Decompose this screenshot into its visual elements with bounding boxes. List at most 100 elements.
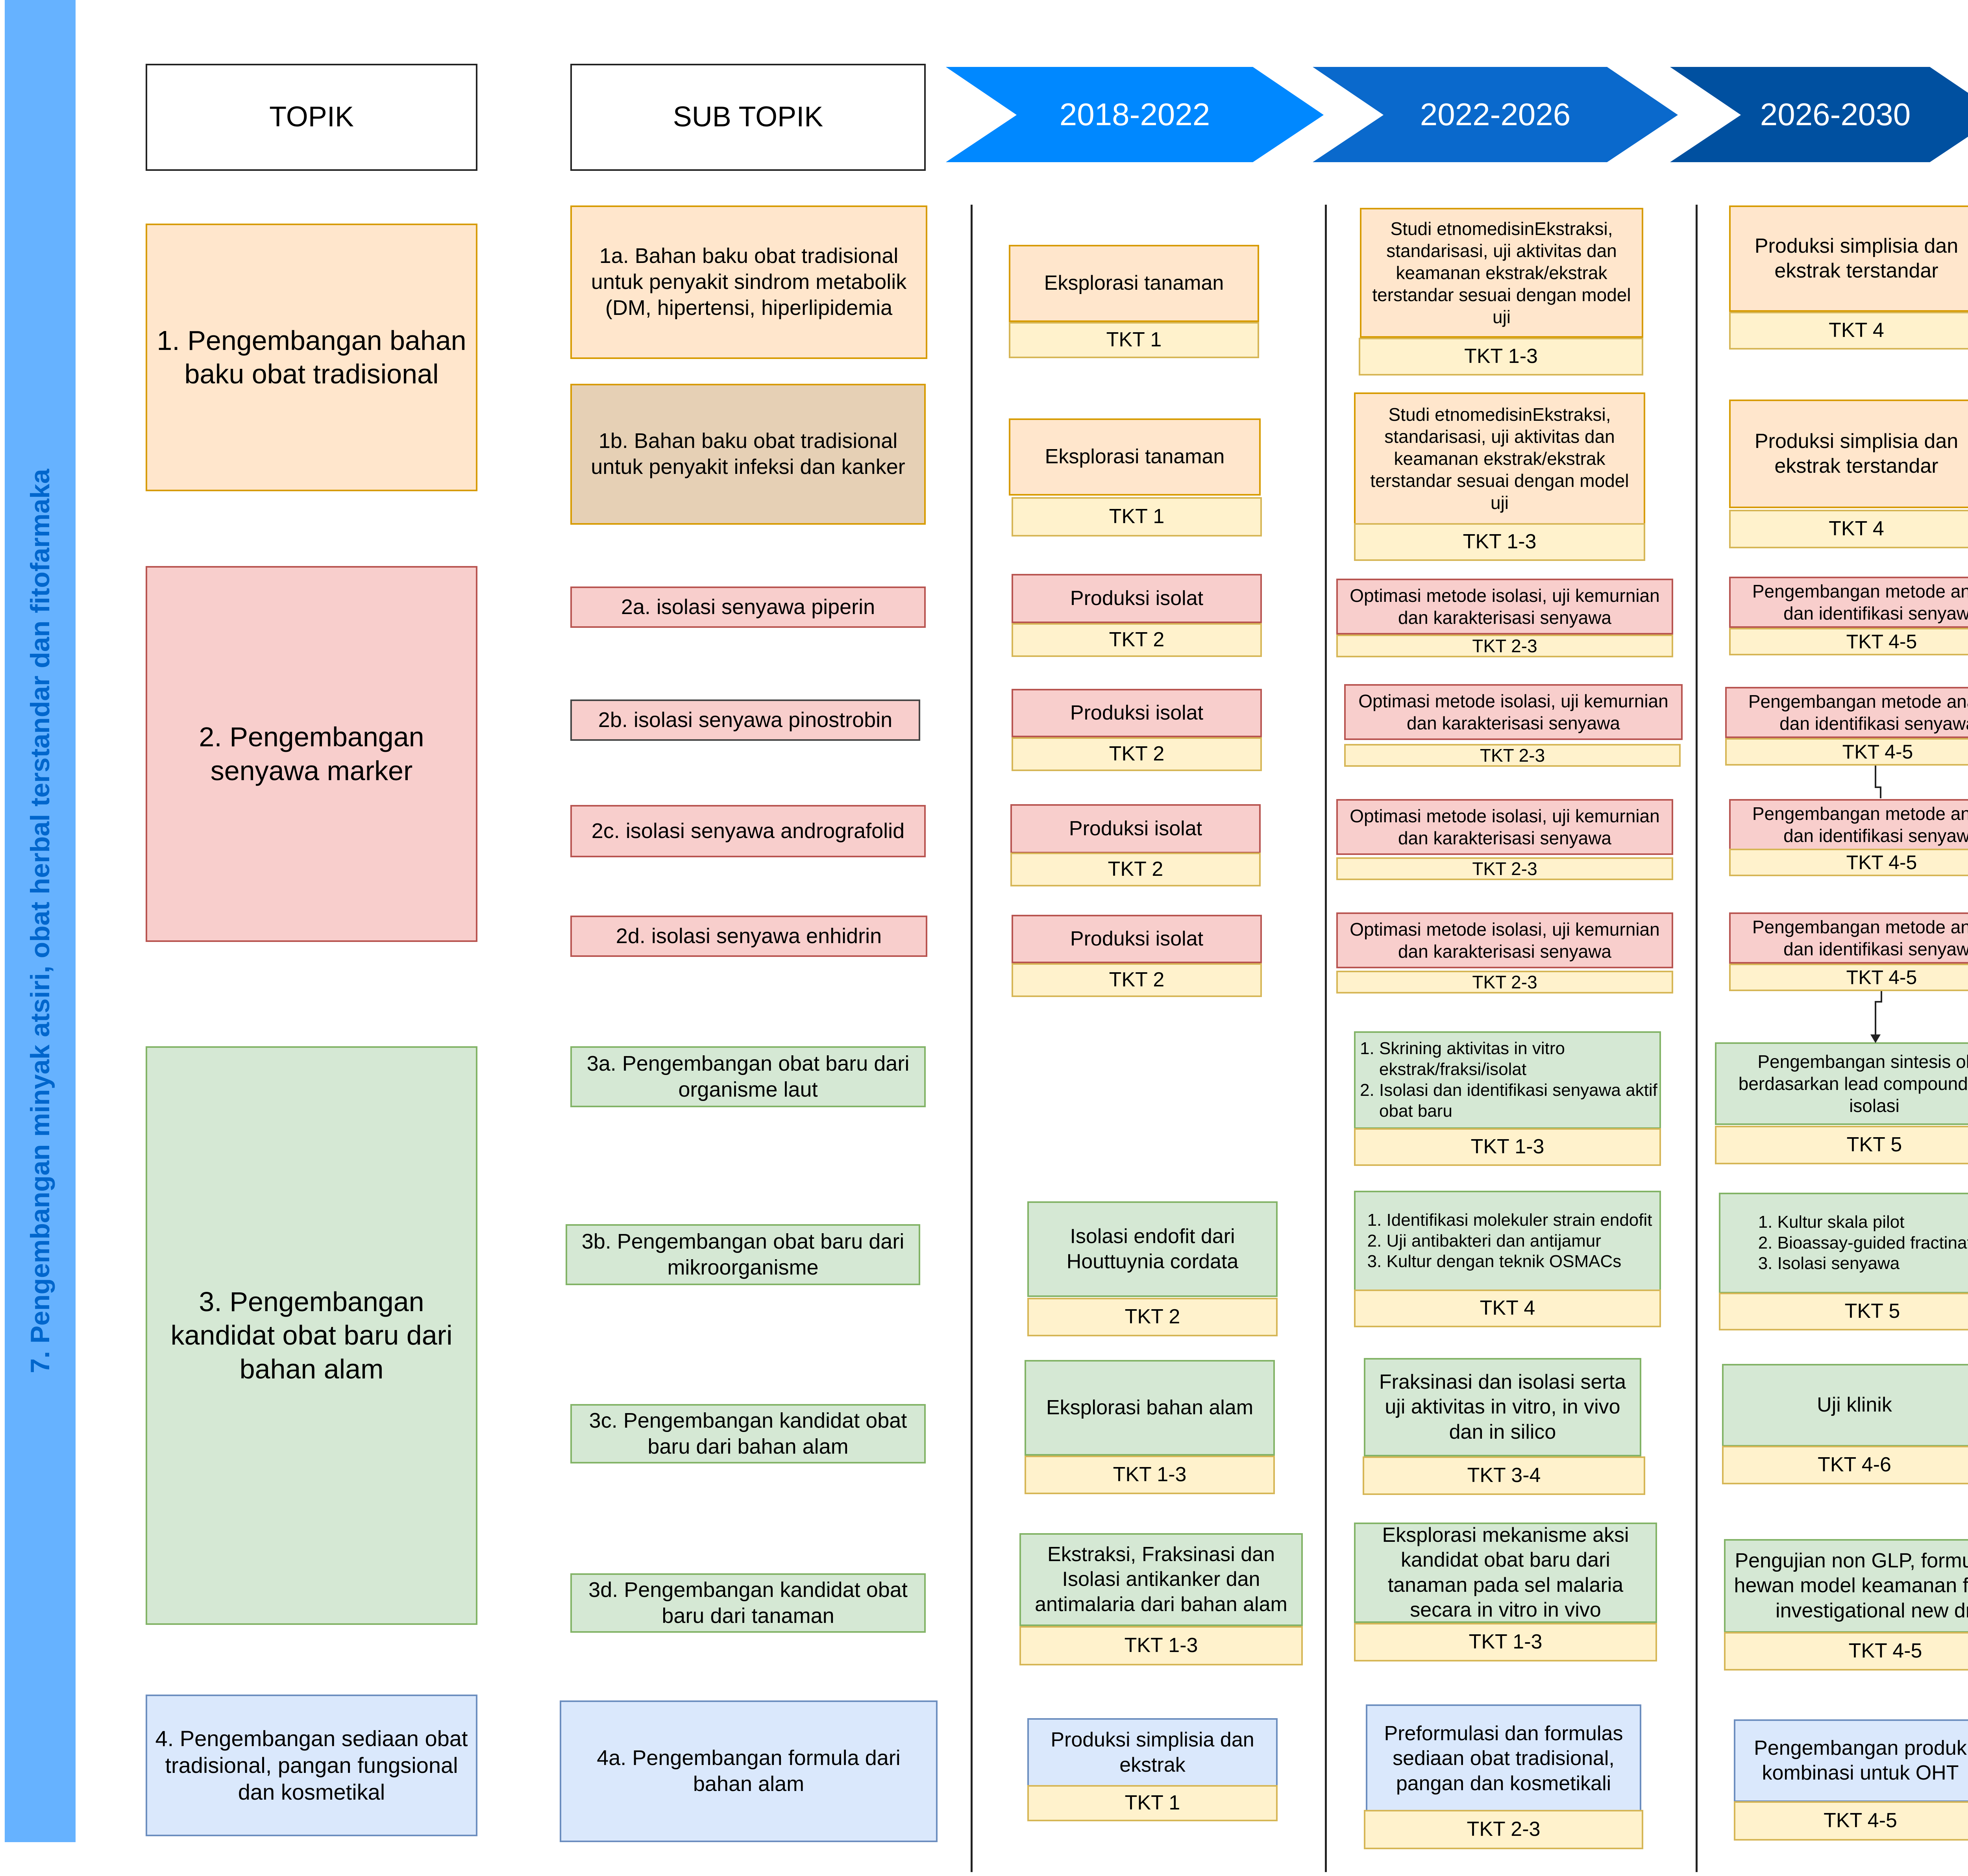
- subtopic-4a: 4a. Pengembangan formula dari bahan alam: [560, 1700, 938, 1842]
- p2-2b-activity: Optimasi metode isolasi, uji kemurnian d…: [1344, 684, 1683, 740]
- p3-3c-tkt: TKT 4-6: [1722, 1446, 1968, 1484]
- p1-1b-tkt: TKT 1: [1012, 497, 1262, 537]
- p2-3b-list: Identifikasi molekuler strain endofit Uj…: [1363, 1210, 1652, 1272]
- p3-3c-activity: Uji klinik: [1722, 1364, 1968, 1447]
- p1-2b-tkt: TKT 2: [1012, 737, 1262, 771]
- p1-2c-tkt: TKT 2: [1010, 853, 1261, 886]
- p3-4a-activity: Pengembangan produk kombinasi untuk OHT: [1734, 1719, 1968, 1802]
- p1-3c-activity: Eksplorasi bahan alam: [1025, 1360, 1275, 1456]
- p2-2c-tkt: TKT 2-3: [1336, 857, 1673, 880]
- p3-2c-tkt: TKT 4-5: [1729, 849, 1968, 876]
- p1-3d-activity: Ekstraksi, Fraksinasi dan Isolasi antika…: [1019, 1533, 1303, 1626]
- subtopic-1b: 1b. Bahan baku obat tradisional untuk pe…: [570, 384, 926, 525]
- p1-2a-activity: Produksi isolat: [1012, 574, 1262, 623]
- p2-3d-tkt: TKT 1-3: [1354, 1623, 1657, 1661]
- p2-3a-list: Skrining aktivitas in vitro ekstrak/frak…: [1356, 1038, 1659, 1121]
- p1-3b-tkt: TKT 2: [1027, 1298, 1278, 1336]
- topic-1: 1. Pengembangan bahan baku obat tradisio…: [146, 224, 477, 491]
- subtopic-1a: 1a. Bahan baku obat tradisional untuk pe…: [570, 205, 927, 359]
- topic-4: 4. Pengembangan sediaan obat tradisional…: [146, 1695, 477, 1836]
- subtopic-2c: 2c. isolasi senyawa andrografolid: [570, 805, 926, 857]
- topic-3: 3. Pengembangan kandidat obat baru dari …: [146, 1046, 477, 1625]
- topic-2: 2. Pengembangan senyawa marker: [146, 566, 477, 942]
- p2-2a-tkt: TKT 2-3: [1336, 635, 1673, 657]
- subtopic-2a: 2a. isolasi senyawa piperin: [570, 586, 926, 628]
- p2-2d-activity: Optimasi metode isolasi, uji kemurnian d…: [1336, 912, 1673, 968]
- header-sub-topik: SUB TOPIK: [570, 64, 926, 171]
- p2-1a-activity: Studi etnomedisinEkstraksi, standarisasi…: [1360, 208, 1643, 338]
- sidebar-banner: [5, 0, 76, 1842]
- connector-2d-3a: [1875, 991, 1882, 1035]
- p2-3d-activity: Eksplorasi mekanisme aksi kandidat obat …: [1354, 1523, 1657, 1623]
- p2-4a-activity: Preformulasi dan formulas sediaan obat t…: [1366, 1704, 1641, 1813]
- p3-3a-activity: Pengembangan sintesis obat berdasarkan l…: [1715, 1042, 1968, 1125]
- subtopic-3d: 3d. Pengembangan kandidat obat baru dari…: [570, 1573, 926, 1633]
- p1-4a-activity: Produksi simplisia dan ekstrak: [1027, 1718, 1278, 1787]
- p2-2a-activity: Optimasi metode isolasi, uji kemurnian d…: [1336, 579, 1673, 635]
- p2-2d-tkt: TKT 2-3: [1336, 971, 1673, 994]
- list-item: Isolasi dan identifikasi senyawa aktif o…: [1379, 1080, 1659, 1122]
- column-divider-1: [971, 205, 973, 1872]
- p2-1b-activity: Studi etnomedisinEkstraksi, standarisasi…: [1354, 392, 1645, 525]
- subtopic-3c: 3c. Pengembangan kandidat obat baru dari…: [570, 1404, 926, 1463]
- p3-2d-activity: Pengembangan metode analisis dan identif…: [1729, 912, 1968, 964]
- header-topik: TOPIK: [146, 64, 477, 171]
- p3-1a-activity: Produksi simplisia dan ekstrak terstanda…: [1729, 205, 1968, 312]
- p3-4a-tkt: TKT 4-5: [1734, 1801, 1968, 1841]
- p1-2a-tkt: TKT 2: [1012, 623, 1262, 657]
- p1-3b-activity: Isolasi endofit dari Houttuynia cordata: [1027, 1201, 1278, 1297]
- column-divider-2: [1325, 205, 1327, 1872]
- p2-3a-tkt: TKT 1-3: [1354, 1128, 1661, 1166]
- p3-1b-activity: Produksi simplisia dan ekstrak terstanda…: [1729, 400, 1968, 508]
- p1-1a-activity: Eksplorasi tanaman: [1009, 245, 1259, 322]
- p1-1a-tkt: TKT 1: [1009, 322, 1259, 358]
- p2-2c-activity: Optimasi metode isolasi, uji kemurnian d…: [1336, 799, 1673, 855]
- list-item: Identifikasi molekuler strain endofit: [1387, 1210, 1652, 1231]
- p3-3b-list: Kultur skala pilot Bioassay-guided fract…: [1754, 1212, 1968, 1274]
- list-item: Bioassay-guided fractination: [1777, 1233, 1968, 1254]
- p1-2d-activity: Produksi isolat: [1012, 915, 1262, 963]
- p3-2b-activity: Pengembangan metode analisis dan identif…: [1725, 687, 1968, 738]
- subtopic-2d: 2d. isolasi senyawa enhidrin: [570, 916, 927, 957]
- p2-3c-activity: Fraksinasi dan isolasi serta uji aktivit…: [1364, 1358, 1641, 1456]
- p1-1b-activity: Eksplorasi tanaman: [1009, 418, 1261, 496]
- p2-2b-tkt: TKT 2-3: [1344, 744, 1681, 767]
- list-item: Skrining aktivitas in vitro ekstrak/frak…: [1379, 1038, 1659, 1080]
- period-label-1: 2018-2022: [1059, 97, 1210, 132]
- p1-2b-activity: Produksi isolat: [1012, 689, 1262, 737]
- p1-2d-tkt: TKT 2: [1012, 963, 1262, 997]
- p3-1a-tkt: TKT 4: [1729, 312, 1968, 350]
- p1-2c-activity: Produksi isolat: [1010, 804, 1261, 853]
- subtopic-3b: 3b. Pengembangan obat baru dari mikroorg…: [566, 1224, 920, 1285]
- list-item: Uji antibakteri dan antijamur: [1387, 1231, 1652, 1252]
- period-arrow-2: [1313, 67, 1678, 162]
- p2-3a-activity: Skrining aktivitas in vitro ekstrak/frak…: [1354, 1031, 1661, 1129]
- subtopic-2b: 2b. isolasi senyawa pinostrobin: [570, 699, 920, 741]
- p2-3c-tkt: TKT 3-4: [1363, 1456, 1645, 1495]
- p3-3d-activity: Pengujian non GLP, formulasi, uji hewan …: [1724, 1539, 1968, 1633]
- p2-3b-activity: Identifikasi molekuler strain endofit Uj…: [1354, 1191, 1661, 1291]
- p3-1b-tkt: TKT 4: [1729, 510, 1968, 548]
- p3-2d-tkt: TKT 4-5: [1729, 964, 1968, 991]
- p3-3b-tkt: TKT 5: [1719, 1293, 1968, 1330]
- period-label-2: 2022-2026: [1420, 97, 1571, 132]
- arrowhead: [1870, 1034, 1881, 1043]
- period-arrow-1: [946, 67, 1324, 162]
- p3-3d-tkt: TKT 4-5: [1724, 1632, 1968, 1671]
- p3-2b-tkt: TKT 4-5: [1725, 738, 1968, 766]
- column-divider-3: [1696, 205, 1698, 1872]
- p2-1a-tkt: TKT 1-3: [1359, 338, 1643, 376]
- list-item: Isolasi senyawa: [1777, 1253, 1968, 1274]
- list-item: Kultur dengan teknik OSMACs: [1387, 1251, 1652, 1272]
- p3-2a-activity: Pengembangan metode analisis dan identif…: [1729, 577, 1968, 628]
- p1-4a-tkt: TKT 1: [1027, 1785, 1278, 1821]
- p2-4a-tkt: TKT 2-3: [1364, 1810, 1643, 1849]
- subtopic-3a: 3a. Pengembangan obat baru dari organism…: [570, 1046, 926, 1107]
- connector-2b-2c: [1875, 766, 1881, 798]
- p3-3a-tkt: TKT 5: [1715, 1126, 1968, 1164]
- period-label-3: 2026-2030: [1760, 97, 1911, 132]
- p2-1b-tkt: TKT 1-3: [1354, 523, 1645, 561]
- list-item: Kultur skala pilot: [1777, 1212, 1968, 1233]
